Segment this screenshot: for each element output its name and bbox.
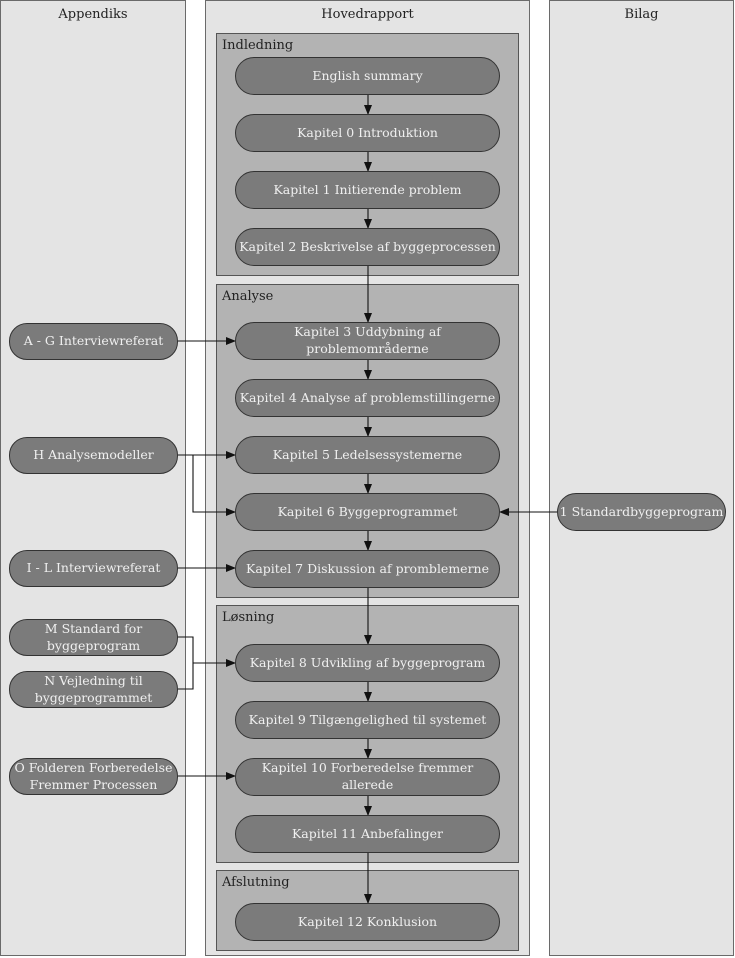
node-kapitel-7[interactable]: Kapitel 7 Diskussion af promblemerne [235,550,500,588]
node-kapitel-12[interactable]: Kapitel 12 Konklusion [235,903,500,941]
node-kapitel-6[interactable]: Kapitel 6 Byggeprogrammet [235,493,500,531]
node-kapitel-2[interactable]: Kapitel 2 Beskrivelse af byggeprocessen [235,228,500,266]
column-title-bilag: Bilag [624,7,659,22]
node-kapitel-8[interactable]: Kapitel 8 Udvikling af byggeprogram [235,644,500,682]
section-title-loesning: Løsning [222,610,275,625]
column-appendiks: Appendiks [0,0,186,956]
node-kapitel-10[interactable]: Kapitel 10 Forberedelse fremmer allerede [235,758,500,796]
node-appendix-o[interactable]: O Folderen Forberedelse Fremmer Processe… [9,758,178,795]
node-appendix-m[interactable]: M Standard for byggeprogram [9,619,178,656]
node-appendix-n[interactable]: N Vejledning til byggeprogrammet [9,671,178,708]
node-kapitel-9[interactable]: Kapitel 9 Tilgængelighed til systemet [235,701,500,739]
node-bilag-1[interactable]: 1 Standardbyggeprogram [557,493,726,531]
node-kapitel-4[interactable]: Kapitel 4 Analyse af problemstillingerne [235,379,500,417]
column-title-hovedrapport: Hovedrapport [321,7,414,22]
node-kapitel-11[interactable]: Kapitel 11 Anbefalinger [235,815,500,853]
node-appendix-a-g[interactable]: A - G Interviewreferat [9,323,178,360]
section-title-analyse: Analyse [222,289,274,304]
node-appendix-h[interactable]: H Analysemodeller [9,437,178,474]
section-title-indledning: Indledning [222,38,294,53]
column-bilag: Bilag [549,0,734,956]
node-english-summary[interactable]: English summary [235,57,500,95]
section-title-afslutning: Afslutning [222,875,290,890]
node-appendix-i-l[interactable]: I - L Interviewreferat [9,550,178,587]
node-kapitel-3[interactable]: Kapitel 3 Uddybning af problemområderne [235,322,500,360]
node-kapitel-0[interactable]: Kapitel 0 Introduktion [235,114,500,152]
node-kapitel-1[interactable]: Kapitel 1 Initierende problem [235,171,500,209]
column-title-appendiks: Appendiks [58,7,128,22]
node-kapitel-5[interactable]: Kapitel 5 Ledelsessystemerne [235,436,500,474]
